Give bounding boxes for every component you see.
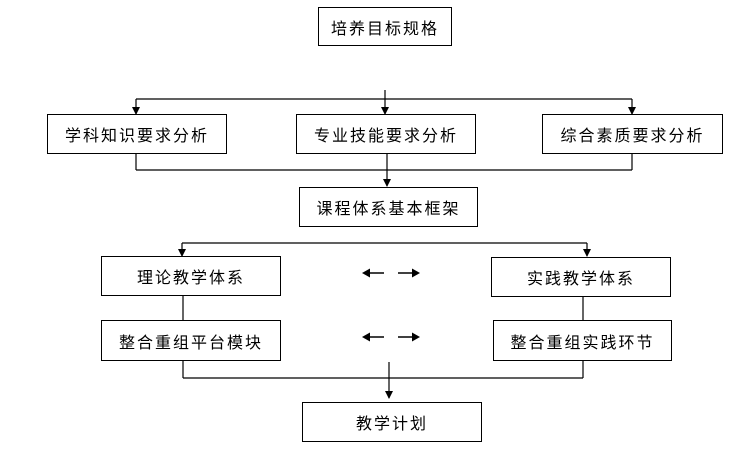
practice-link-box: 整合重组实践环节 [493, 320, 672, 361]
bidirectional-arrows-upper [362, 267, 420, 279]
arrow-right-icon [398, 332, 420, 342]
curriculum-framework-box: 课程体系基本框架 [299, 187, 478, 227]
skill-analysis-box: 专业技能要求分析 [296, 114, 476, 154]
teaching-plan-box: 教学计划 [302, 402, 482, 442]
arrow-left-icon [362, 332, 384, 342]
theory-system-box: 理论教学体系 [101, 256, 281, 296]
practice-system-box: 实践教学体系 [491, 257, 671, 297]
bidirectional-arrows-lower [362, 331, 420, 343]
arrow-right-icon [398, 268, 420, 278]
quality-analysis-box: 综合素质要求分析 [542, 114, 723, 154]
knowledge-analysis-box: 学科知识要求分析 [47, 114, 227, 154]
platform-module-box: 整合重组平台模块 [101, 320, 281, 361]
arrow-left-icon [362, 268, 384, 278]
goal-box: 培养目标规格 [318, 7, 452, 46]
